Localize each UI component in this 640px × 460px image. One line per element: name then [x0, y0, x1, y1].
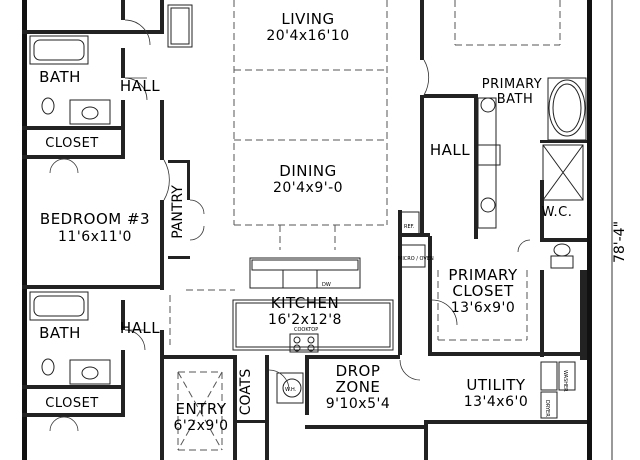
living-room-dims: 20'4x16'10: [266, 28, 350, 44]
hall-lower-label: HALL: [119, 319, 161, 337]
drop-zone-line1: DROP: [335, 362, 381, 380]
dining-room-name: DINING: [279, 162, 337, 180]
drop-zone-line2: ZONE: [335, 378, 381, 396]
closet-upper-label: CLOSET: [45, 136, 99, 151]
kitchen-fixtures: [232, 211, 426, 353]
hall-upper-label: HALL: [119, 77, 161, 95]
primary-closet-line1: PRIMARY: [448, 266, 518, 284]
washer-label: WASHER: [562, 370, 568, 392]
entry-name: ENTRY: [175, 400, 227, 418]
kitchen-dims: 16'2x12'8: [268, 312, 342, 328]
primary-bath-label-line2: BATH: [496, 92, 534, 107]
dryer-label: DRYER: [544, 400, 550, 417]
dw-label: DW: [322, 282, 331, 288]
pantry-label: PANTRY: [170, 185, 186, 239]
utility-name: UTILITY: [466, 376, 526, 394]
ref-label: REF.: [404, 224, 415, 230]
bath-upper-label: BATH: [39, 68, 81, 86]
drop-zone-dims: 9'10x5'4: [325, 396, 391, 412]
primary-bath-label-line1: PRIMARY: [481, 77, 543, 92]
wh-label: W.H.: [285, 387, 297, 393]
interior-walls: [22, 0, 587, 460]
living-room-name: LIVING: [281, 10, 335, 28]
entry-dims: 6'2x9'0: [173, 418, 229, 434]
hall-right-label: HALL: [429, 141, 471, 159]
bedroom3-name: BEDROOM #3: [39, 210, 151, 228]
cooktop-label: COOKTOP: [294, 327, 318, 333]
utility-dims: 13'4x6'0: [463, 394, 529, 410]
bath-lower-label: BATH: [39, 324, 81, 342]
coats-label: COATS: [238, 369, 254, 416]
kitchen-name: KITCHEN: [270, 294, 340, 312]
micro-oven-label: MICRO / OVEN: [398, 256, 434, 262]
primary-closet-dims: 13'6x9'0: [450, 300, 516, 316]
exterior-walls: [22, 0, 592, 460]
ceiling-beams: [169, 0, 561, 451]
overall-depth-dimension: 78'-4": [612, 221, 628, 263]
wc-label: W.C.: [541, 205, 573, 220]
closet-lower-label: CLOSET: [45, 396, 99, 411]
primary-closet-line2: CLOSET: [452, 282, 514, 300]
bedroom3-dims: 11'6x11'0: [58, 229, 132, 245]
bath-fixtures: [29, 4, 587, 419]
fixture-labels: REF. MICRO / OVEN COOKTOP DW W.H. WASHER…: [285, 224, 568, 417]
dining-room-dims: 20'4x9'-0: [272, 180, 344, 196]
doors: [49, 19, 531, 432]
